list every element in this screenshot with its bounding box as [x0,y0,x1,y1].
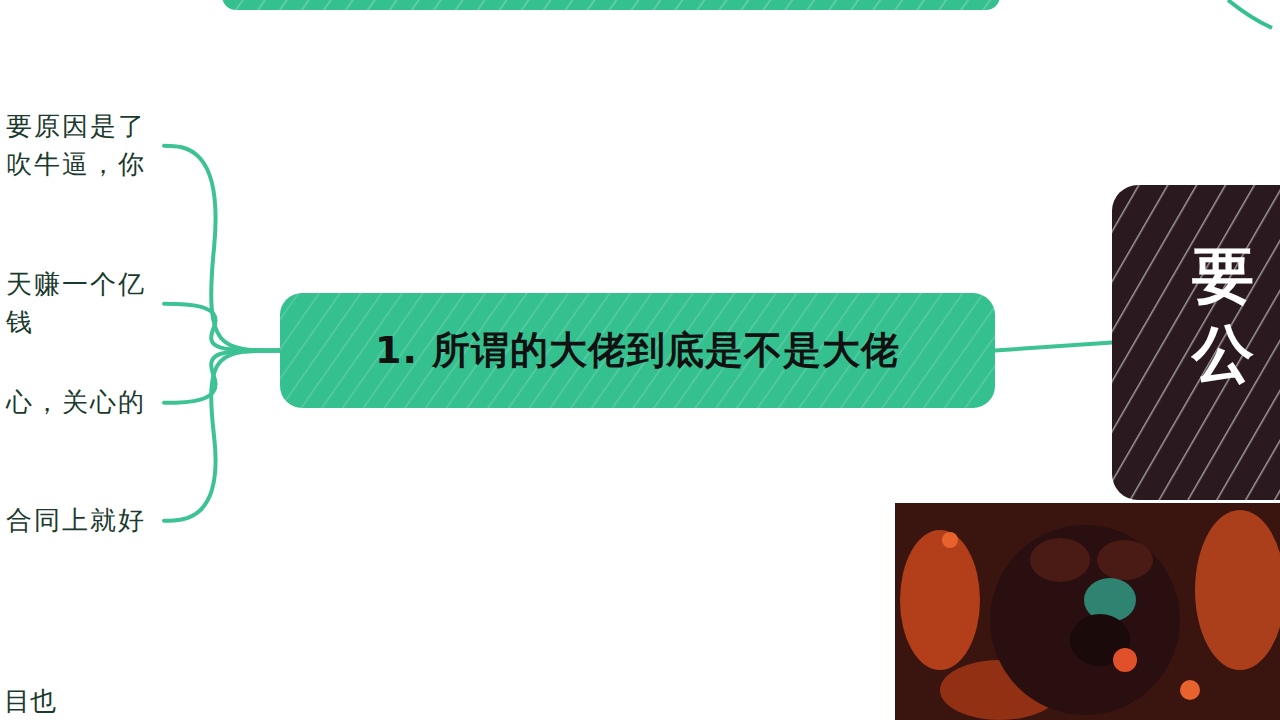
branch-text-fragment: 目也 [4,684,56,719]
branch-text: 天赚一个亿 钱 [6,266,156,341]
top-branch-box [222,0,1000,10]
branch-curve [1228,0,1272,28]
branch-connector [164,146,280,351]
branch-connector [164,351,280,521]
branch-text: 要原因是了 吹牛逼，你 [6,108,156,183]
node-text: 天赚一个亿 钱 [6,266,156,341]
branch-text: 心，关心的 [6,384,156,422]
branch-text: 合同上就好 [6,502,156,540]
node-text: 要 公 [1192,237,1280,392]
title-panel: 要 公 [1112,185,1280,500]
branch-connector [164,304,280,351]
node-text: 合同上就好 [6,502,156,540]
central-topic: 1. 所谓的大佬到底是不是大佬 [280,293,995,408]
node-text: 要原因是了 吹牛逼，你 [6,108,156,183]
node-text: 心，关心的 [6,384,156,422]
webcam-photo [895,503,1280,720]
branch-connector [995,343,1112,351]
node-text: 1. 所谓的大佬到底是不是大佬 [375,325,900,376]
